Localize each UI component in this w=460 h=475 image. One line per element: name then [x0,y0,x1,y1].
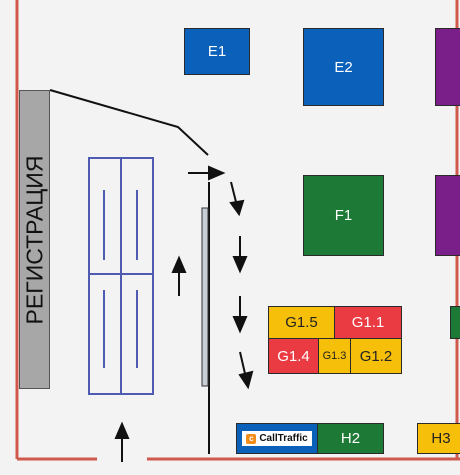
booth-h2[interactable]: H2 [317,423,384,454]
booth-e1[interactable]: E1 [184,28,250,75]
registration-desk: РЕГИСТРАЦИЯ [19,90,50,389]
registration-label: РЕГИСТРАЦИЯ [21,155,47,324]
calltraffic-mark-icon: c [246,433,257,444]
booth-green-edge[interactable] [450,306,460,339]
booth-g1-2[interactable]: G1.2 [350,338,402,374]
booth-g1-4[interactable]: G1.4 [268,338,319,374]
booth-g1-1[interactable]: G1.1 [334,306,402,339]
booth-calltraffic[interactable]: c CallTraffic [236,423,318,454]
booth-purple-middle[interactable] [435,175,460,256]
queue-barriers [88,157,154,395]
queue-rail [201,207,209,387]
calltraffic-logo-text: CallTraffic [259,433,308,444]
entrance-guide-line [49,89,209,156]
calltraffic-logo: c CallTraffic [242,431,312,446]
booth-g1-5[interactable]: G1.5 [268,306,335,339]
booth-h3[interactable]: H3 [417,423,460,454]
booth-e2[interactable]: E2 [303,28,384,106]
booth-f1[interactable]: F1 [303,175,384,256]
flow-arrows [114,165,254,462]
booth-g1-3[interactable]: G1.3 [318,338,351,374]
booth-purple-top[interactable] [435,28,460,106]
